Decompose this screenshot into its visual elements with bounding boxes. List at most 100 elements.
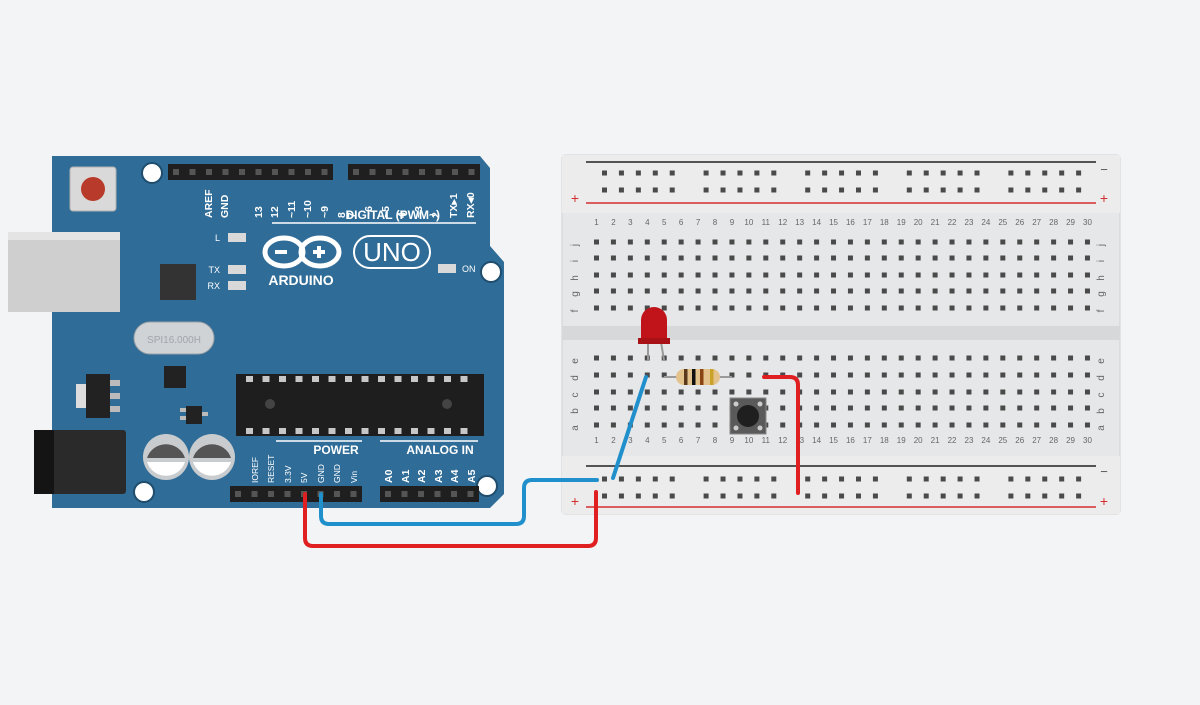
breadboard-hole[interactable]: [695, 405, 701, 411]
breadboard-hole[interactable]: [1084, 389, 1090, 395]
breadboard-hole[interactable]: [1034, 372, 1040, 378]
rail-hole[interactable]: [957, 476, 963, 482]
rail-hole[interactable]: [703, 476, 709, 482]
breadboard-hole[interactable]: [627, 372, 633, 378]
breadboard-hole[interactable]: [1068, 288, 1074, 294]
breadboard-hole[interactable]: [831, 305, 837, 311]
digital-header-pin[interactable]: [189, 169, 196, 175]
digital-header-pin[interactable]: [305, 169, 311, 175]
rail-hole[interactable]: [1042, 170, 1048, 176]
rail-hole[interactable]: [669, 476, 675, 482]
breadboard-hole[interactable]: [864, 272, 870, 278]
digital-header-pin[interactable]: [435, 169, 442, 175]
blue-wire-gnd[interactable]: [319, 478, 599, 526]
power-header[interactable]: [230, 486, 362, 502]
breadboard-hole[interactable]: [1068, 255, 1074, 261]
rail-hole[interactable]: [957, 170, 963, 176]
breadboard-hole[interactable]: [1051, 389, 1057, 395]
rail-hole[interactable]: [1025, 493, 1031, 499]
breadboard-hole[interactable]: [661, 389, 667, 395]
breadboard-hole[interactable]: [797, 272, 803, 278]
rail-hole[interactable]: [1025, 476, 1031, 482]
breadboard-hole[interactable]: [1051, 422, 1057, 428]
rail-hole[interactable]: [822, 493, 828, 499]
digital-header-pin[interactable]: [288, 169, 295, 175]
breadboard-hole[interactable]: [1017, 372, 1023, 378]
breadboard-hole[interactable]: [966, 288, 972, 294]
rail-hole[interactable]: [1076, 170, 1082, 176]
breadboard-hole[interactable]: [847, 255, 853, 261]
breadboard-hole[interactable]: [1017, 272, 1023, 278]
rail-hole[interactable]: [703, 170, 709, 176]
breadboard-hole[interactable]: [864, 239, 870, 245]
breadboard-hole[interactable]: [1068, 422, 1074, 428]
breadboard-hole[interactable]: [594, 372, 599, 378]
breadboard-hole[interactable]: [610, 255, 616, 261]
breadboard-hole[interactable]: [780, 389, 786, 395]
rail-hole[interactable]: [872, 476, 878, 482]
breadboard-hole[interactable]: [983, 272, 989, 278]
breadboard-hole[interactable]: [695, 239, 701, 245]
rail-hole[interactable]: [872, 187, 878, 193]
breadboard-hole[interactable]: [1000, 422, 1006, 428]
breadboard-hole[interactable]: [695, 422, 701, 428]
breadboard-hole[interactable]: [661, 288, 667, 294]
push-button[interactable]: [729, 397, 767, 435]
breadboard-hole[interactable]: [797, 305, 803, 311]
breadboard-hole[interactable]: [610, 372, 616, 378]
breadboard-hole[interactable]: [678, 288, 684, 294]
breadboard-hole[interactable]: [1051, 355, 1057, 361]
breadboard-hole[interactable]: [610, 239, 616, 245]
rail-hole[interactable]: [906, 476, 912, 482]
rail-hole[interactable]: [754, 187, 760, 193]
rail-hole[interactable]: [940, 493, 946, 499]
rail-hole[interactable]: [720, 476, 726, 482]
breadboard-hole[interactable]: [814, 255, 820, 261]
breadboard-hole[interactable]: [746, 239, 752, 245]
breadboard-hole[interactable]: [831, 288, 837, 294]
rail-hole[interactable]: [974, 476, 980, 482]
reset-button[interactable]: [69, 166, 117, 212]
rail-hole[interactable]: [1008, 187, 1014, 193]
breadboard-hole[interactable]: [644, 272, 650, 278]
breadboard-hole[interactable]: [932, 239, 938, 245]
breadboard-hole[interactable]: [729, 355, 735, 361]
breadboard-hole[interactable]: [847, 239, 853, 245]
breadboard-hole[interactable]: [915, 389, 921, 395]
rail-hole[interactable]: [822, 170, 828, 176]
breadboard-hole[interactable]: [949, 389, 955, 395]
breadboard-hole[interactable]: [831, 422, 837, 428]
breadboard-hole[interactable]: [1017, 255, 1023, 261]
breadboard-hole[interactable]: [966, 422, 972, 428]
breadboard-hole[interactable]: [594, 239, 599, 245]
digital-header-pin[interactable]: [239, 169, 245, 175]
breadboard-hole[interactable]: [1034, 288, 1040, 294]
breadboard-hole[interactable]: [966, 355, 972, 361]
breadboard-hole[interactable]: [932, 355, 938, 361]
rail-hole[interactable]: [906, 187, 912, 193]
rail-hole[interactable]: [602, 187, 607, 193]
breadboard-hole[interactable]: [983, 255, 989, 261]
breadboard-hole[interactable]: [847, 372, 853, 378]
breadboard-hole[interactable]: [881, 389, 887, 395]
rail-hole[interactable]: [635, 187, 641, 193]
breadboard-hole[interactable]: [932, 255, 938, 261]
breadboard-hole[interactable]: [898, 405, 904, 411]
rail-hole[interactable]: [771, 476, 777, 482]
breadboard-hole[interactable]: [898, 239, 904, 245]
breadboard-hole[interactable]: [780, 288, 786, 294]
breadboard-hole[interactable]: [746, 372, 752, 378]
breadboard-hole[interactable]: [1000, 272, 1006, 278]
breadboard-hole[interactable]: [1084, 305, 1090, 311]
breadboard-hole[interactable]: [797, 372, 803, 378]
rail-hole[interactable]: [703, 493, 709, 499]
breadboard-hole[interactable]: [1017, 239, 1023, 245]
breadboard-hole[interactable]: [627, 355, 633, 361]
breadboard-hole[interactable]: [661, 305, 667, 311]
breadboard-hole[interactable]: [915, 255, 921, 261]
breadboard-hole[interactable]: [610, 405, 616, 411]
rail-hole[interactable]: [737, 476, 743, 482]
breadboard-hole[interactable]: [763, 389, 769, 395]
rail-hole[interactable]: [669, 493, 675, 499]
breadboard-hole[interactable]: [678, 305, 684, 311]
